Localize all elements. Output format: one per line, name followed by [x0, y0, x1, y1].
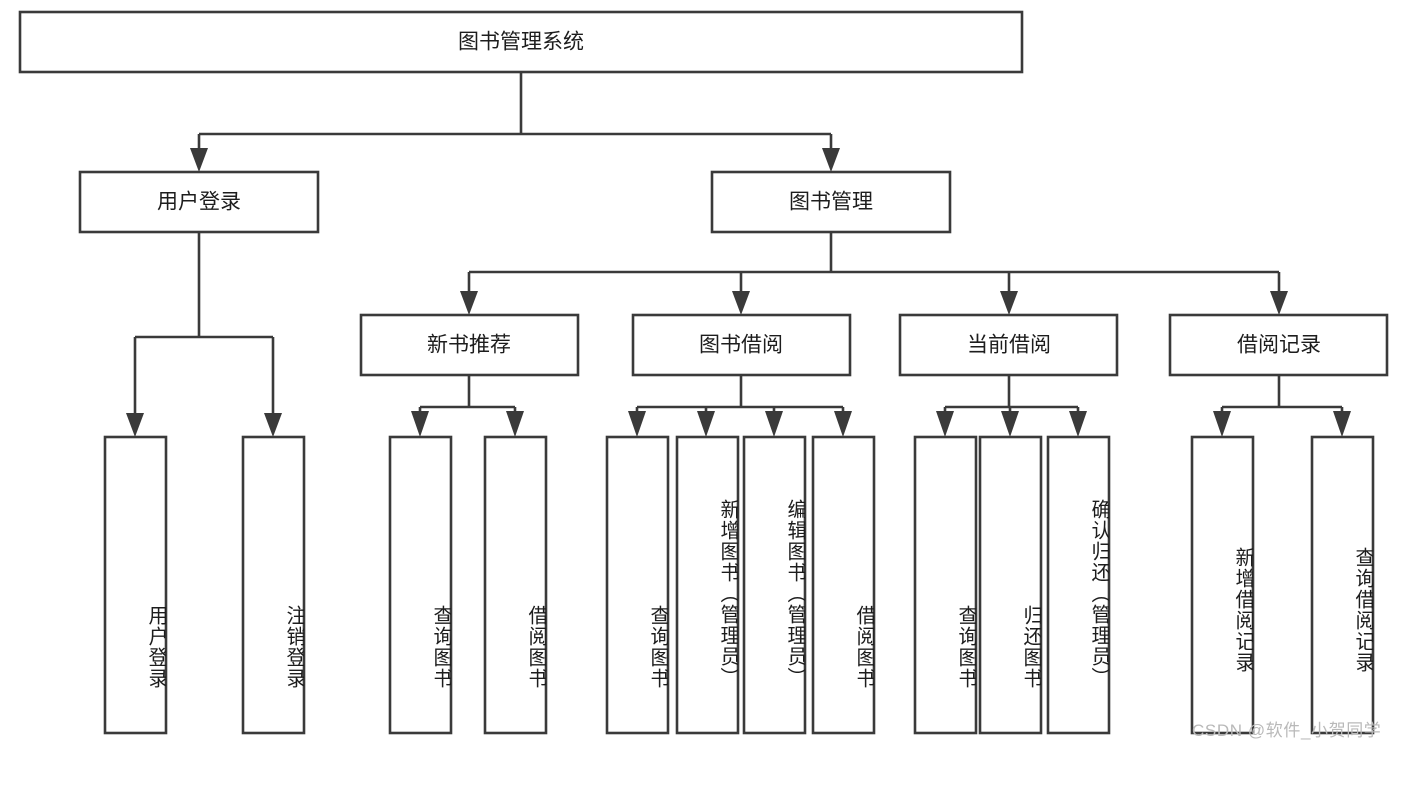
node-leaf-add-record-box[interactable]: [1190, 435, 1255, 735]
arrow-head-icon: [936, 411, 954, 437]
arrow-head-icon: [126, 413, 144, 437]
node-leaf-query-book-3-box[interactable]: [913, 435, 978, 735]
node-user-login-box[interactable]: [78, 170, 320, 234]
node-new-book-recommend[interactable]: 新书推荐: [359, 313, 580, 377]
node-leaf-borrow-book-2-box[interactable]: [811, 435, 876, 735]
node-book-borrow-box[interactable]: [631, 313, 852, 377]
node-book-borrow[interactable]: 图书借阅: [631, 313, 852, 377]
arrow-head-icon: [1001, 411, 1019, 437]
connector-group-borrow-record: [1213, 375, 1351, 437]
arrow-head-icon: [765, 411, 783, 437]
node-leaf-user-login-box[interactable]: [103, 435, 168, 735]
node-user-login[interactable]: 用户登录: [78, 170, 320, 234]
node-leaf-query-book-1-box[interactable]: [388, 435, 453, 735]
node-leaf-logout-login-box[interactable]: [241, 435, 306, 735]
node-borrow-record-box[interactable]: [1168, 313, 1389, 377]
arrow-head-icon: [190, 148, 208, 172]
hierarchy-diagram: 图书管理系统 用户登录 图书管理 新书推荐 图书借阅 当前借阅 借阅记录: [18, 10, 1389, 735]
node-borrow-record-label: 借阅记录: [1237, 334, 1321, 357]
connector-group-new-book-recommend: [411, 375, 524, 437]
arrow-head-icon: [1213, 411, 1231, 437]
node-current-borrow[interactable]: 当前借阅: [898, 313, 1119, 377]
arrow-head-icon: [1270, 291, 1288, 315]
node-leaf-borrow-book-1-box[interactable]: [483, 435, 548, 735]
node-user-login-label: 用户登录: [157, 191, 241, 214]
arrow-head-icon: [411, 411, 429, 437]
node-current-borrow-box[interactable]: [898, 313, 1119, 377]
arrow-head-icon: [628, 411, 646, 437]
diagram-canvas-root: 图书管理系统 用户登录 图书管理 新书推荐 图书借阅 当前借阅 借阅记录: [18, 10, 1389, 740]
node-book-borrow-label: 图书借阅: [699, 334, 783, 357]
csdn-watermark: CSDN @软件_小贺同学: [1192, 721, 1382, 740]
node-book-management[interactable]: 图书管理: [710, 170, 952, 234]
arrow-head-icon: [822, 148, 840, 172]
node-borrow-record[interactable]: 借阅记录: [1168, 313, 1389, 377]
node-current-borrow-label: 当前借阅: [967, 334, 1051, 357]
connector-group-book-management: [460, 232, 1288, 315]
arrow-head-icon: [1333, 411, 1351, 437]
node-leaf-return-book-box[interactable]: [978, 435, 1043, 735]
connector-group-book-borrow: [628, 375, 852, 437]
arrow-head-icon: [834, 411, 852, 437]
node-root-system[interactable]: 图书管理系统: [18, 10, 1024, 74]
node-new-book-recommend-box[interactable]: [359, 313, 580, 377]
node-root-label: 图书管理系统: [458, 31, 584, 54]
node-leaf-edit-book-box[interactable]: [742, 435, 807, 735]
node-leaf-add-book-box[interactable]: [675, 435, 740, 735]
connector-group-user-login: [126, 232, 282, 437]
node-new-book-recommend-label: 新书推荐: [427, 334, 511, 357]
arrow-head-icon: [506, 411, 524, 437]
leaf-boxes-group: [103, 435, 1375, 735]
node-leaf-query-record-box[interactable]: [1310, 435, 1375, 735]
connector-group-current-borrow: [936, 375, 1087, 437]
node-leaf-query-book-2-box[interactable]: [605, 435, 670, 735]
node-book-management-box[interactable]: [710, 170, 952, 234]
connector-group-root: [190, 72, 840, 172]
arrow-head-icon: [1069, 411, 1087, 437]
arrow-head-icon: [264, 413, 282, 437]
node-book-management-label: 图书管理: [789, 191, 873, 214]
arrow-head-icon: [1000, 291, 1018, 315]
node-root-box[interactable]: [18, 10, 1024, 74]
arrow-head-icon: [460, 291, 478, 315]
node-leaf-confirm-return-box[interactable]: [1046, 435, 1111, 735]
arrow-head-icon: [697, 411, 715, 437]
arrow-head-icon: [732, 291, 750, 315]
